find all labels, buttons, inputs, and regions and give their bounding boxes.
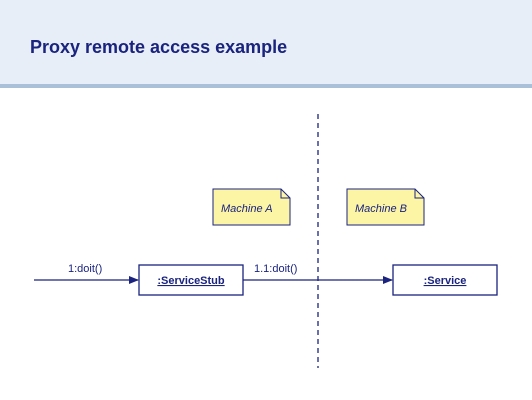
service-label: :Service <box>424 275 467 287</box>
machine-a-note: Machine A <box>212 188 291 226</box>
service-box <box>392 264 498 296</box>
header-band <box>0 0 532 84</box>
machine-b-label: Machine B <box>355 203 407 215</box>
machine-b-note-shape <box>346 188 425 226</box>
message-label-doit: 1:doit() <box>68 263 102 275</box>
machine-a-note-shape <box>212 188 291 226</box>
service-stub-label: :ServiceStub <box>157 275 225 287</box>
machine-a-label: Machine A <box>221 203 273 215</box>
machine-a-note-fold <box>280 189 290 199</box>
machine-b-note-fold <box>414 189 424 199</box>
message-label-doit-1-1: 1.1:doit() <box>254 263 297 275</box>
slide-title: Proxy remote access example <box>30 37 288 57</box>
header-divider <box>0 84 532 88</box>
machine-b-note: Machine B <box>346 188 425 226</box>
